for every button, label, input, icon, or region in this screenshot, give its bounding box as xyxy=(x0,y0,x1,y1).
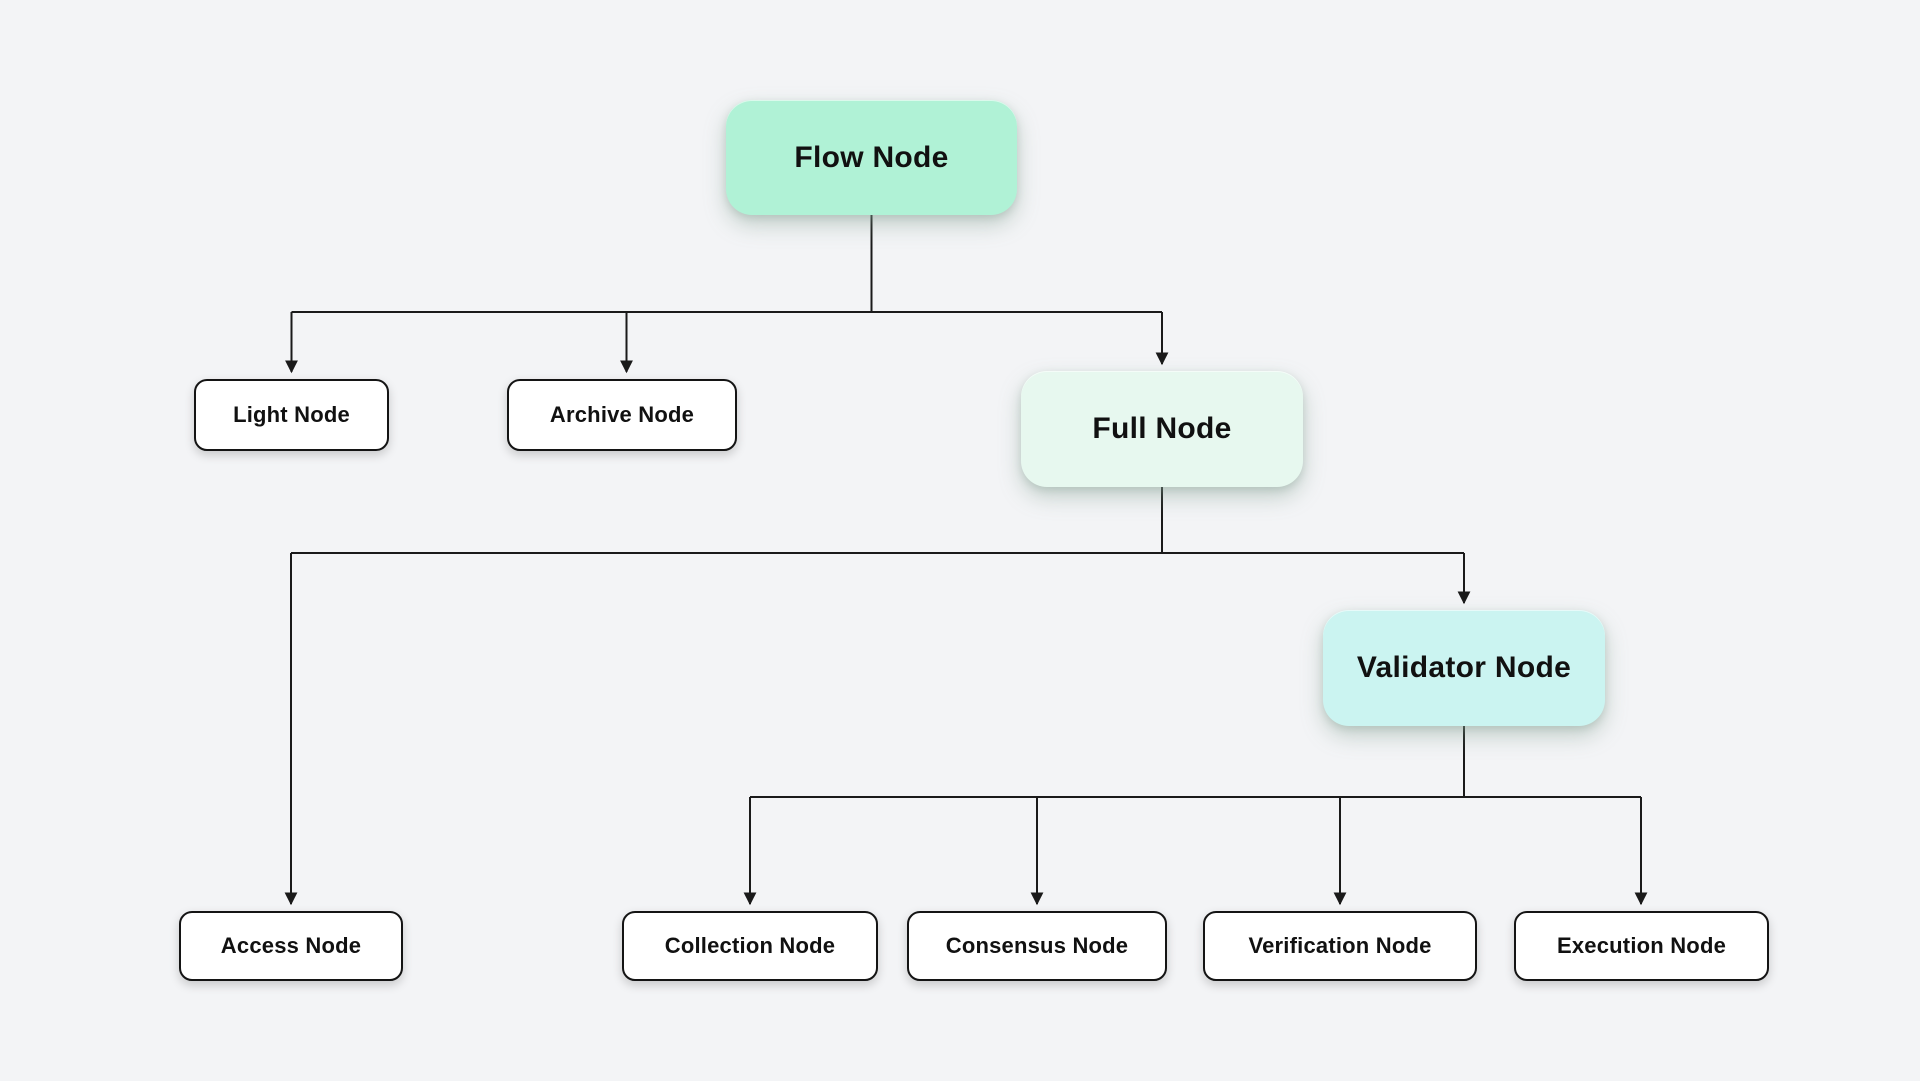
node-flow: Flow Node xyxy=(726,100,1017,215)
node-verification: Verification Node xyxy=(1203,911,1477,981)
node-light: Light Node xyxy=(194,379,389,451)
node-consensus: Consensus Node xyxy=(907,911,1167,981)
node-collection: Collection Node xyxy=(622,911,878,981)
node-validator: Validator Node xyxy=(1323,610,1605,726)
node-access: Access Node xyxy=(179,911,403,981)
node-execution: Execution Node xyxy=(1514,911,1769,981)
node-archive: Archive Node xyxy=(507,379,737,451)
node-full: Full Node xyxy=(1021,371,1303,487)
